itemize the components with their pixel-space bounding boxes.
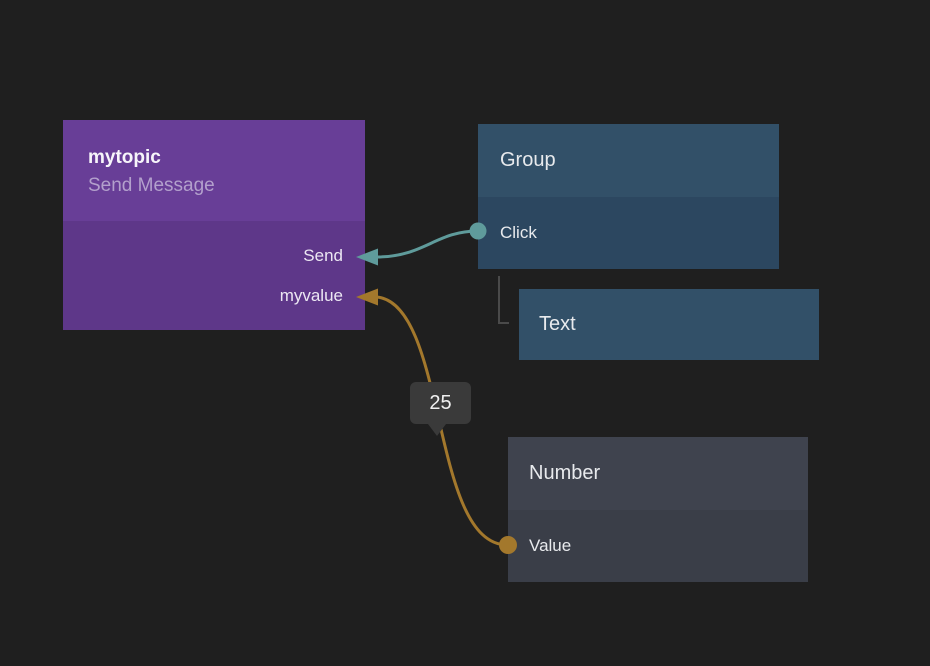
node-title: mytopic: [88, 147, 161, 168]
connection-wire-signal[interactable]: [375, 229, 480, 259]
node-title: Number: [529, 462, 601, 484]
port-label: Send: [303, 246, 343, 265]
node-send-message[interactable]: mytopic Send Message Send myvalue: [63, 120, 365, 330]
node-send-message-body: Send myvalue: [63, 221, 365, 330]
node-title: Text: [539, 313, 576, 335]
node-number[interactable]: Number Value: [508, 437, 808, 582]
node-title: Group: [500, 149, 556, 171]
node-number-header[interactable]: Number: [508, 437, 808, 510]
output-port-value[interactable]: Value: [508, 510, 808, 582]
node-send-message-header[interactable]: mytopic Send Message: [63, 120, 365, 221]
connection-value-text: 25: [429, 391, 452, 414]
port-label: Click: [500, 223, 537, 242]
input-port-myvalue[interactable]: myvalue: [63, 276, 365, 316]
node-text[interactable]: Text: [519, 289, 819, 360]
connection-value-badge[interactable]: 25: [410, 382, 471, 436]
node-group-header[interactable]: Group: [478, 124, 779, 197]
port-label: myvalue: [279, 286, 343, 305]
port-label: Value: [529, 536, 572, 555]
node-subtitle: Send Message: [88, 175, 215, 196]
node-group[interactable]: Group Click: [478, 124, 779, 269]
input-port-send[interactable]: Send: [63, 236, 365, 276]
output-port-click[interactable]: Click: [478, 197, 779, 269]
hierarchy-connector-line: [498, 276, 509, 324]
